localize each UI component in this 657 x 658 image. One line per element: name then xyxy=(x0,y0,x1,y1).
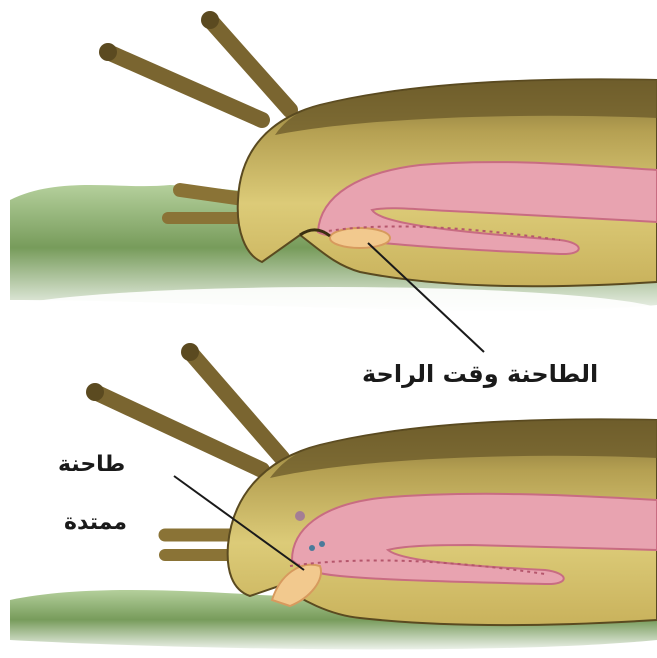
label-radula-extended-line1: طاحنة xyxy=(58,452,125,477)
bottom-slug xyxy=(10,343,657,649)
label-radula-extended-line2: ممتدة xyxy=(64,510,127,535)
top-slug xyxy=(0,11,657,352)
label-radula-at-rest: الطاحنة وقت الراحة xyxy=(362,360,598,388)
top-radula xyxy=(330,228,390,248)
